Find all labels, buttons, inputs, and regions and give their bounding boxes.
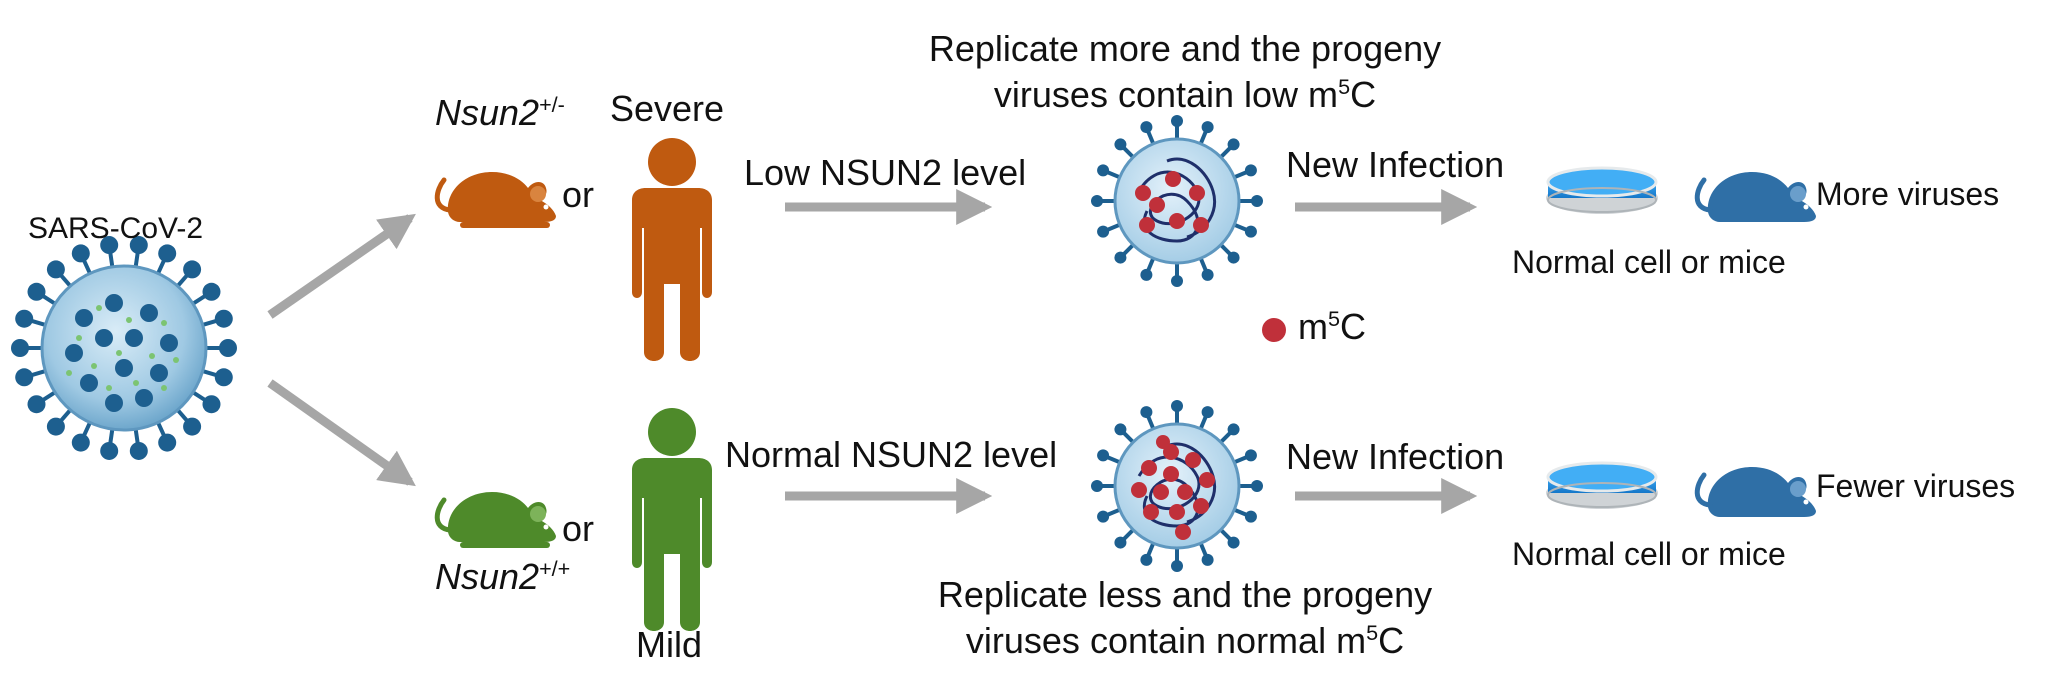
- progeny-line-1: Replicate less and the progeny: [937, 574, 1433, 615]
- m5c-dot: [1141, 460, 1157, 476]
- progeny-line-2: viruses contain low m5C: [993, 74, 1377, 115]
- progeny-text-bottom: Replicate less and the progeny viruses c…: [870, 572, 1500, 664]
- severe-patient-icon: [632, 138, 712, 361]
- host-mouse-icon: [1694, 467, 1816, 517]
- m5c-legend-dot: [1262, 318, 1286, 342]
- or-text: or: [562, 508, 595, 549]
- legend-m5c-label: m5C: [1298, 306, 1367, 347]
- m5c-dot: [1135, 185, 1151, 201]
- arrow-to-bottom-branch: [267, 379, 416, 487]
- gene-name: Nsun2: [435, 556, 540, 597]
- outcome-severe: Severe: [610, 88, 725, 129]
- host-label-top: Normal cell or mice: [1512, 244, 1786, 280]
- cell-culture-dish-icon: [1546, 166, 1658, 214]
- progeny-line-1: Replicate more and the progeny: [928, 28, 1442, 69]
- mild-patient-icon: [632, 408, 712, 631]
- m5c-dot: [1169, 213, 1185, 229]
- m5c-dot: [1163, 466, 1179, 482]
- m5c-dot: [1131, 482, 1147, 498]
- gene-name: Nsun2: [435, 92, 540, 133]
- m5c-dot: [1169, 504, 1185, 520]
- m5c-dot: [1193, 217, 1209, 233]
- host-mouse-icon: [1694, 172, 1816, 222]
- genotype-het-label: Nsun2+/-: [435, 92, 565, 134]
- mouse-nsun2-het-icon: [434, 172, 556, 228]
- m5c-dot: [1165, 171, 1181, 187]
- m5c-dot: [1175, 524, 1191, 540]
- virus-label: SARS-CoV-2: [28, 212, 204, 245]
- progeny-text-top: Replicate more and the progeny viruses c…: [870, 26, 1500, 118]
- m5c-dot: [1156, 435, 1170, 449]
- m5c-dot: [1143, 504, 1159, 520]
- m5c-dot: [1153, 484, 1169, 500]
- m5c-dot: [1163, 444, 1179, 460]
- arrow-to-top-branch: [267, 213, 416, 319]
- m5c-dot: [1193, 498, 1209, 514]
- new-infection-label-bottom: New Infection: [1286, 436, 1505, 477]
- progeny-virus-normal-m5c-icon: [1091, 400, 1263, 572]
- result-more-viruses: More viruses: [1816, 176, 2000, 212]
- m5c-dot: [1185, 452, 1201, 468]
- m5c-dot: [1139, 217, 1155, 233]
- progeny-line-2: viruses contain normal m5C: [965, 620, 1405, 661]
- m5c-dot: [1189, 185, 1205, 201]
- outcome-mild: Mild: [636, 624, 703, 665]
- genotype-sup: +/-: [539, 92, 565, 117]
- level-label-normal: Normal NSUN2 level: [725, 434, 1058, 475]
- progeny-virus-low-m5c-icon: [1091, 115, 1263, 287]
- new-infection-label-top: New Infection: [1286, 144, 1505, 185]
- level-label-low: Low NSUN2 level: [744, 152, 1027, 193]
- m5c-dot: [1177, 484, 1193, 500]
- result-fewer-viruses: Fewer viruses: [1816, 468, 2016, 504]
- or-text: or: [562, 174, 595, 215]
- cell-culture-dish-icon: [1546, 461, 1658, 509]
- genotype-sup: +/+: [539, 556, 571, 581]
- sars-cov-2-virus-icon: [11, 236, 237, 460]
- genotype-wt-label: Nsun2+/+: [435, 556, 570, 598]
- mouse-nsun2-wt-icon: [434, 492, 556, 548]
- m5c-dot: [1149, 197, 1165, 213]
- host-label-bottom: Normal cell or mice: [1512, 536, 1786, 572]
- m5c-dot: [1199, 472, 1215, 488]
